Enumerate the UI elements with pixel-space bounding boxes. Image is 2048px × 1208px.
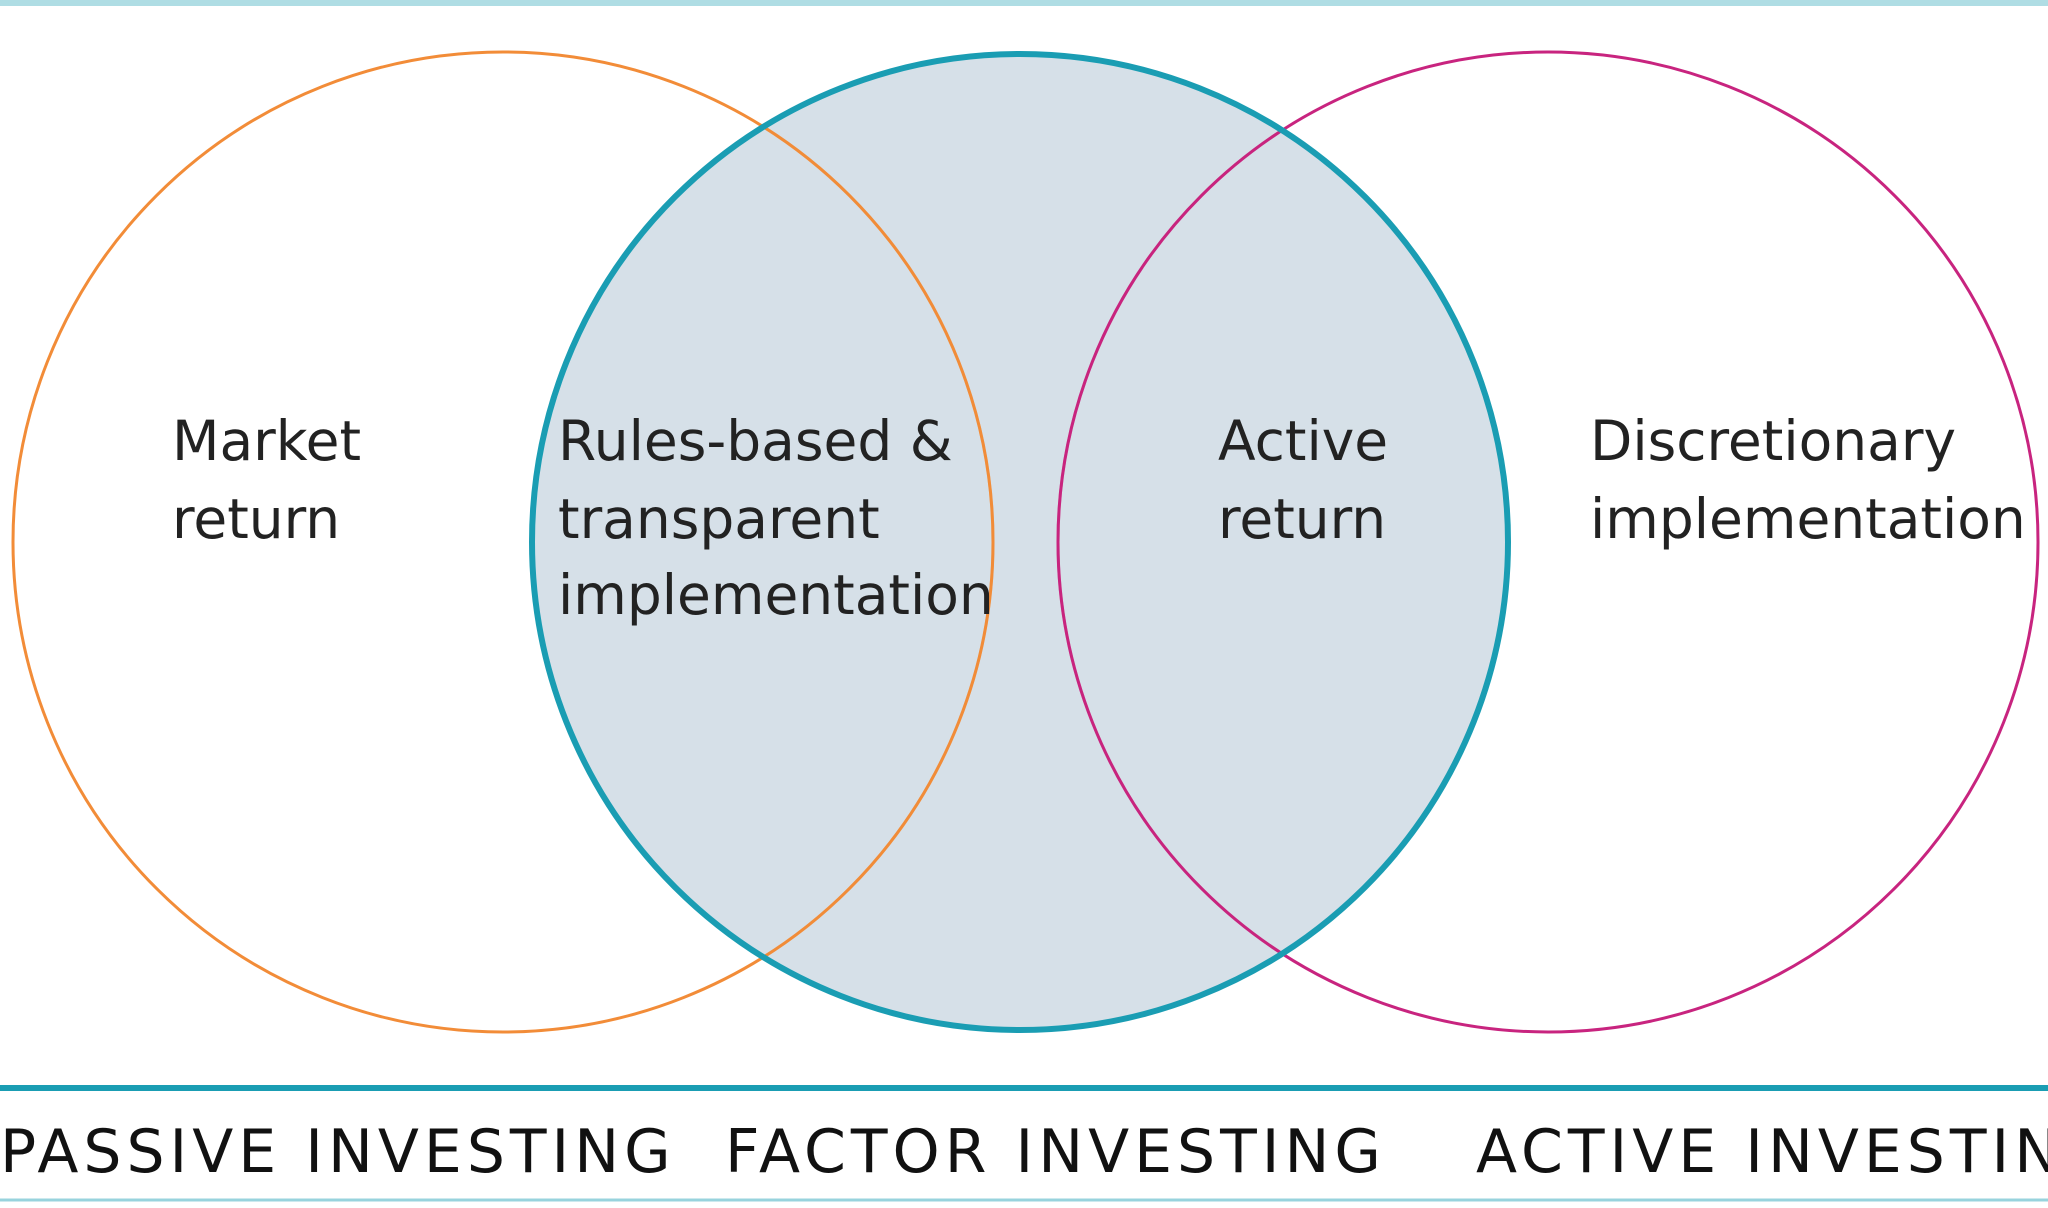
rules-based-label: Rules-based & transparent implementation [558,409,994,627]
factor-circle-fill [532,54,1508,1030]
active-overlap-arc [1056,54,1508,1030]
market-return-label: Market return [172,409,379,551]
active-investing-label: ACTIVE INVESTING [1476,1117,2048,1187]
active-return-label: Active return [1218,409,1406,551]
passive-investing-circle [11,50,995,1034]
passive-overlap-arc [532,54,995,1030]
discretionary-label: Discretionary implementation [1590,409,2026,551]
factor-investing-circle [529,51,1511,1033]
factor-investing-label: FACTOR INVESTING [725,1117,1386,1187]
active-investing-circle [1056,50,2040,1034]
passive-investing-label: PASSIVE INVESTING [0,1117,676,1187]
